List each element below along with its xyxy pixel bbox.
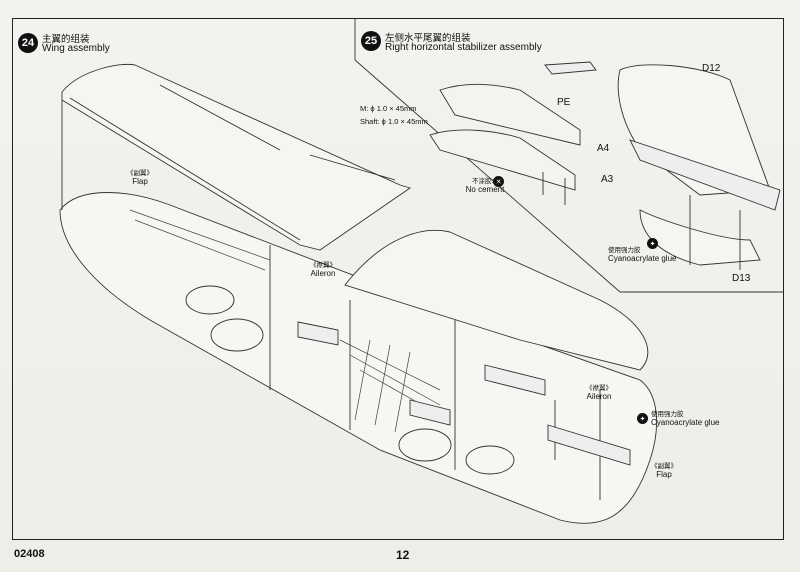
glue-label-top-cn: 使用强力胶 [608, 246, 641, 254]
flap-label-right: 《副翼》 Flap [642, 462, 686, 480]
step-24-title-en: Wing assembly [42, 43, 110, 54]
upper-wing-panel [61, 63, 412, 251]
step-25-title-cn: 左侧水平尾翼的组装 [385, 33, 471, 44]
m-spec: M: ϕ 1.0 × 45mm [360, 104, 417, 113]
step-24-title-cn: 主翼的组装 [42, 34, 90, 45]
step-24-number: 24 [18, 33, 38, 53]
glue-drop-icon: ✦ [637, 413, 648, 424]
step-25-title-en: Right horizontal stabilizer assembly [385, 42, 542, 53]
nocement-label-en: No cement [465, 185, 505, 195]
glue-label-right: 使用强力胶 Cyanoacrylate glue [651, 410, 751, 428]
flap-label-right-en: Flap [656, 470, 672, 480]
aileron-part [484, 364, 546, 396]
flap-label-right-cn: 《副翼》 [651, 462, 677, 470]
flap-part [547, 424, 631, 466]
stabilizer-part-lower [429, 129, 576, 191]
page-number: 12 [396, 548, 410, 562]
flap-label-top-cn: 《副翼》 [127, 169, 153, 177]
glue-drop-icon: ✦ [647, 238, 658, 249]
lower-wing-panel [59, 192, 658, 524]
step-25-number: 25 [361, 31, 381, 51]
part-d13: D13 [732, 273, 751, 284]
shaft-spec: Shaft: ϕ 1.0 × 45mm [360, 117, 428, 126]
aileron-label-mid: 《襟翼》 Aileron [298, 261, 348, 279]
nocement-label-cn: 不涂胶水 [472, 177, 498, 185]
glue-label-right-cn: 使用强力胶 [651, 410, 684, 418]
part-a4: A4 [597, 143, 610, 154]
stabilizer-part-upper [439, 83, 581, 146]
right-upper-wing-panel [344, 229, 649, 371]
pe-part [544, 61, 597, 75]
aileron-label-right: 《襟翼》 Aileron [574, 384, 624, 402]
glue-label-right-en: Cyanoacrylate glue [651, 418, 720, 428]
part-pe: PE [557, 97, 571, 108]
nocement-label: 不涂胶水 No cement [455, 177, 515, 195]
stabilizer-d13 [639, 209, 761, 266]
part-d12: D12 [702, 63, 721, 74]
aileron-label-right-en: Aileron [586, 392, 612, 402]
aileron-label-mid-en: Aileron [310, 269, 336, 279]
product-code: 02408 [14, 548, 45, 560]
aileron-label-mid-cn: 《襟翼》 [310, 261, 336, 269]
flap-label-top: 《副翼》 Flap [118, 169, 162, 187]
page-frame [12, 18, 784, 540]
aileron-label-right-cn: 《襟翼》 [586, 384, 612, 392]
part-a3: A3 [601, 174, 614, 185]
no-cement-icon: ✕ [493, 176, 504, 187]
glue-label-top-en: Cyanoacrylate glue [608, 254, 677, 264]
glue-label-top: 使用强力胶 Cyanoacrylate glue [608, 246, 708, 264]
flap-label-top-en: Flap [132, 177, 148, 187]
